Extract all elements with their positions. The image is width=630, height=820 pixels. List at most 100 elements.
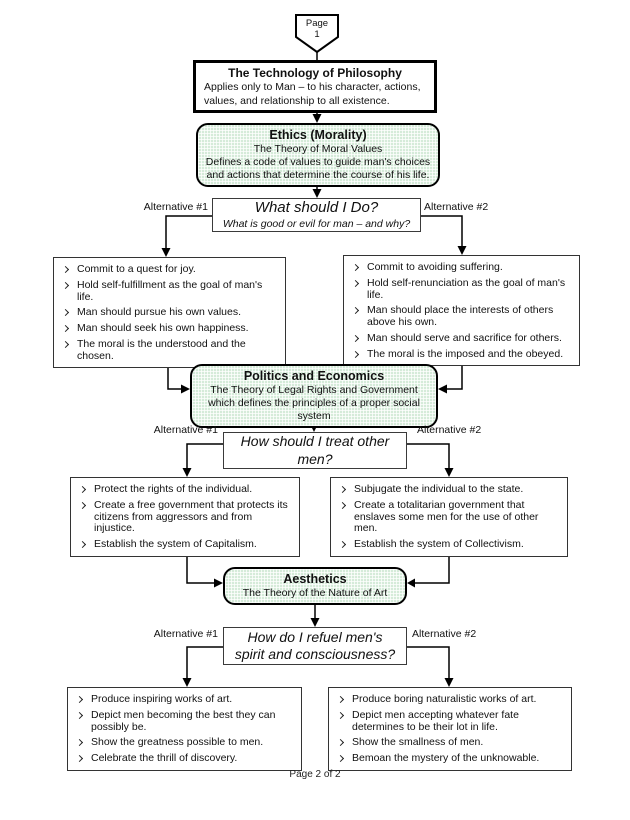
topic-subtitle: The Theory of the Nature of Art: [242, 587, 388, 599]
list-item-text: Establish the system of Collectivism.: [354, 538, 524, 550]
page-footer: Page 2 of 2: [289, 769, 341, 780]
topic-title: Politics and Economics: [243, 369, 385, 383]
arrow-right-bullet-icon: [75, 739, 84, 747]
arrow-right-bullet-icon: [336, 711, 345, 719]
topic-box-politics: Politics and Economics The Theory of Leg…: [190, 364, 438, 429]
arrow-right-bullet-icon: [61, 340, 70, 348]
topic-box-ethics: Ethics (Morality) The Theory of Moral Va…: [196, 123, 440, 188]
title-box: The Technology of Philosophy Applies onl…: [193, 60, 437, 114]
list-item: Man should seek his own happiness.: [60, 322, 280, 335]
question-box-politics: How should I treat other men?: [223, 432, 407, 469]
page-connector-line2: 1: [314, 28, 320, 40]
list-item-text: Commit to a quest for joy.: [77, 263, 196, 275]
list-item: Establish the system of Collectivism.: [337, 538, 562, 551]
list-item: Commit to a quest for joy.: [60, 263, 280, 276]
question-box-ethics: What should I Do? What is good or evil f…: [212, 198, 421, 233]
list-item-text: Celebrate the thrill of discovery.: [91, 752, 238, 764]
list-item: Man should place the interests of others…: [350, 304, 574, 329]
topic-body: The Theory of Legal Rights and Governmen…: [208, 384, 420, 423]
list-item: The moral is the imposed and the obeyed.: [350, 347, 574, 361]
arrow-right-bullet-icon: [351, 279, 360, 287]
arrow-right-bullet-icon: [78, 540, 87, 549]
arrow-right-bullet-icon: [336, 754, 345, 763]
page-connector-line1: Page: [305, 18, 329, 29]
arrow-right-bullet-icon: [78, 501, 87, 509]
list-item: Create a totalitarian government that en…: [337, 499, 562, 535]
page-title: The Technology of Philosophy: [228, 66, 402, 80]
question-line1: How do I refuel men's: [247, 628, 383, 645]
list-item-text: Commit to avoiding suffering.: [367, 261, 503, 273]
list-box-ethics-alt2: Commit to avoiding suffering. Hold self-r…: [343, 255, 580, 367]
arrow-right-bullet-icon: [351, 263, 360, 272]
question-box-aesthetics: How do I refuel men's spirit and conscio…: [223, 627, 407, 665]
list-item: Depict men becoming the best they can po…: [74, 708, 296, 734]
list-item: Produce boring naturalistic works of art…: [335, 693, 566, 706]
topic-body: Defines a code of values to guide man's …: [205, 156, 431, 182]
arrow-right-bullet-icon: [336, 695, 345, 704]
arrow-right-bullet-icon: [351, 350, 360, 358]
list-item-text: Man should pursue his own values.: [77, 306, 242, 319]
list-item-text: Hold self-fulfillment as the goal of man…: [77, 278, 263, 303]
list-item-text: Depict men accepting whatever fate deter…: [352, 708, 519, 733]
arrow-right-bullet-icon: [351, 334, 360, 342]
list-item: Hold self-fulfillment as the goal of man…: [60, 278, 280, 304]
list-box-politics-alt2: Subjugate the individual to the state. Cr…: [330, 477, 568, 557]
arrow-right-bullet-icon: [338, 540, 347, 549]
arrow-right-bullet-icon: [61, 281, 70, 289]
list-item: Show the smallness of men.: [335, 736, 566, 749]
list-item-text: The moral is the imposed and the obeyed.: [367, 347, 564, 360]
list-item-text: Depict men becoming the best they can po…: [91, 708, 276, 733]
list-box-aesthetics-alt1: Produce inspiring works of art. Depict me…: [67, 687, 302, 771]
question-line2: What is good or evil for man – and why?: [222, 217, 411, 230]
list-item-text: Man should serve and sacrifice for other…: [367, 331, 562, 344]
list-box-aesthetics-alt2: Produce boring naturalistic works of art…: [328, 687, 572, 771]
alternative-2-label-aesthetics: Alternative #2: [412, 628, 477, 640]
list-item-text: Protect the rights of the individual.: [94, 483, 253, 495]
list-box-ethics-alt1: Commit to a quest for joy. Hold self-fulf…: [53, 257, 286, 369]
arrow-right-bullet-icon: [75, 711, 84, 719]
list-item: Protect the rights of the individual.: [77, 483, 294, 496]
alternative-2-label-ethics: Alternative #2: [424, 201, 489, 213]
list-item: Celebrate the thrill of discovery.: [74, 752, 296, 765]
topic-subtitle: The Theory of Moral Values: [253, 143, 383, 155]
list-item-text: Subjugate the individual to the state.: [354, 483, 524, 495]
alternative-1-label-politics: Alternative #1: [153, 424, 218, 436]
list-item: Produce inspiring works of art.: [74, 693, 296, 706]
list-item-text: Hold self-renunciation as the goal of ma…: [367, 276, 566, 301]
title-description: Applies only to Man – to his character, …: [204, 81, 421, 107]
list-item: The moral is the understood and the chos…: [60, 338, 280, 363]
topic-title: Aesthetics: [283, 572, 347, 586]
arrow-right-bullet-icon: [338, 501, 347, 509]
list-item: Depict men accepting whatever fate deter…: [335, 708, 566, 734]
list-item: Bemoan the mystery of the unknowable.: [335, 752, 566, 765]
page-connector-label: Page 1: [296, 18, 338, 41]
list-item-text: Show the smallness of men.: [352, 736, 484, 749]
list-item-text: Man should place the interests of others…: [367, 304, 554, 328]
list-item-text: Produce boring naturalistic works of art…: [352, 693, 537, 705]
question-line2: spirit and consciousness?: [234, 646, 396, 662]
list-item-text: Man should seek his own happiness.: [77, 322, 249, 334]
arrow-right-bullet-icon: [78, 485, 87, 494]
arrow-right-bullet-icon: [351, 307, 360, 315]
topic-box-aesthetics: Aesthetics The Theory of the Nature of A…: [223, 567, 407, 606]
arrow-right-bullet-icon: [336, 739, 345, 747]
list-item-text: Establish the system of Capitalism.: [94, 538, 257, 550]
alternative-1-label-ethics: Alternative #1: [143, 201, 208, 213]
list-box-politics-alt1: Protect the rights of the individual. Cre…: [70, 477, 300, 557]
alternative-2-label-politics: Alternative #2: [417, 424, 482, 436]
list-item: Man should serve and sacrifice for other…: [350, 331, 574, 345]
arrow-right-bullet-icon: [61, 265, 70, 274]
list-item: Man should pursue his own values.: [60, 306, 280, 319]
question-line1: What should I Do?: [254, 199, 379, 216]
topic-title: Ethics (Morality): [269, 128, 367, 142]
arrow-right-bullet-icon: [75, 695, 84, 704]
arrow-right-bullet-icon: [338, 485, 347, 494]
arrow-right-bullet-icon: [75, 754, 84, 763]
arrow-right-bullet-icon: [61, 324, 70, 333]
arrow-right-bullet-icon: [61, 309, 70, 317]
alternative-1-label-aesthetics: Alternative #1: [153, 628, 218, 640]
list-item: Hold self-renunciation as the goal of ma…: [350, 276, 574, 302]
list-item: Commit to avoiding suffering.: [350, 261, 574, 274]
list-item-text: Create a free government that protects i…: [94, 498, 288, 535]
list-item: Create a free government that protects i…: [77, 498, 294, 535]
